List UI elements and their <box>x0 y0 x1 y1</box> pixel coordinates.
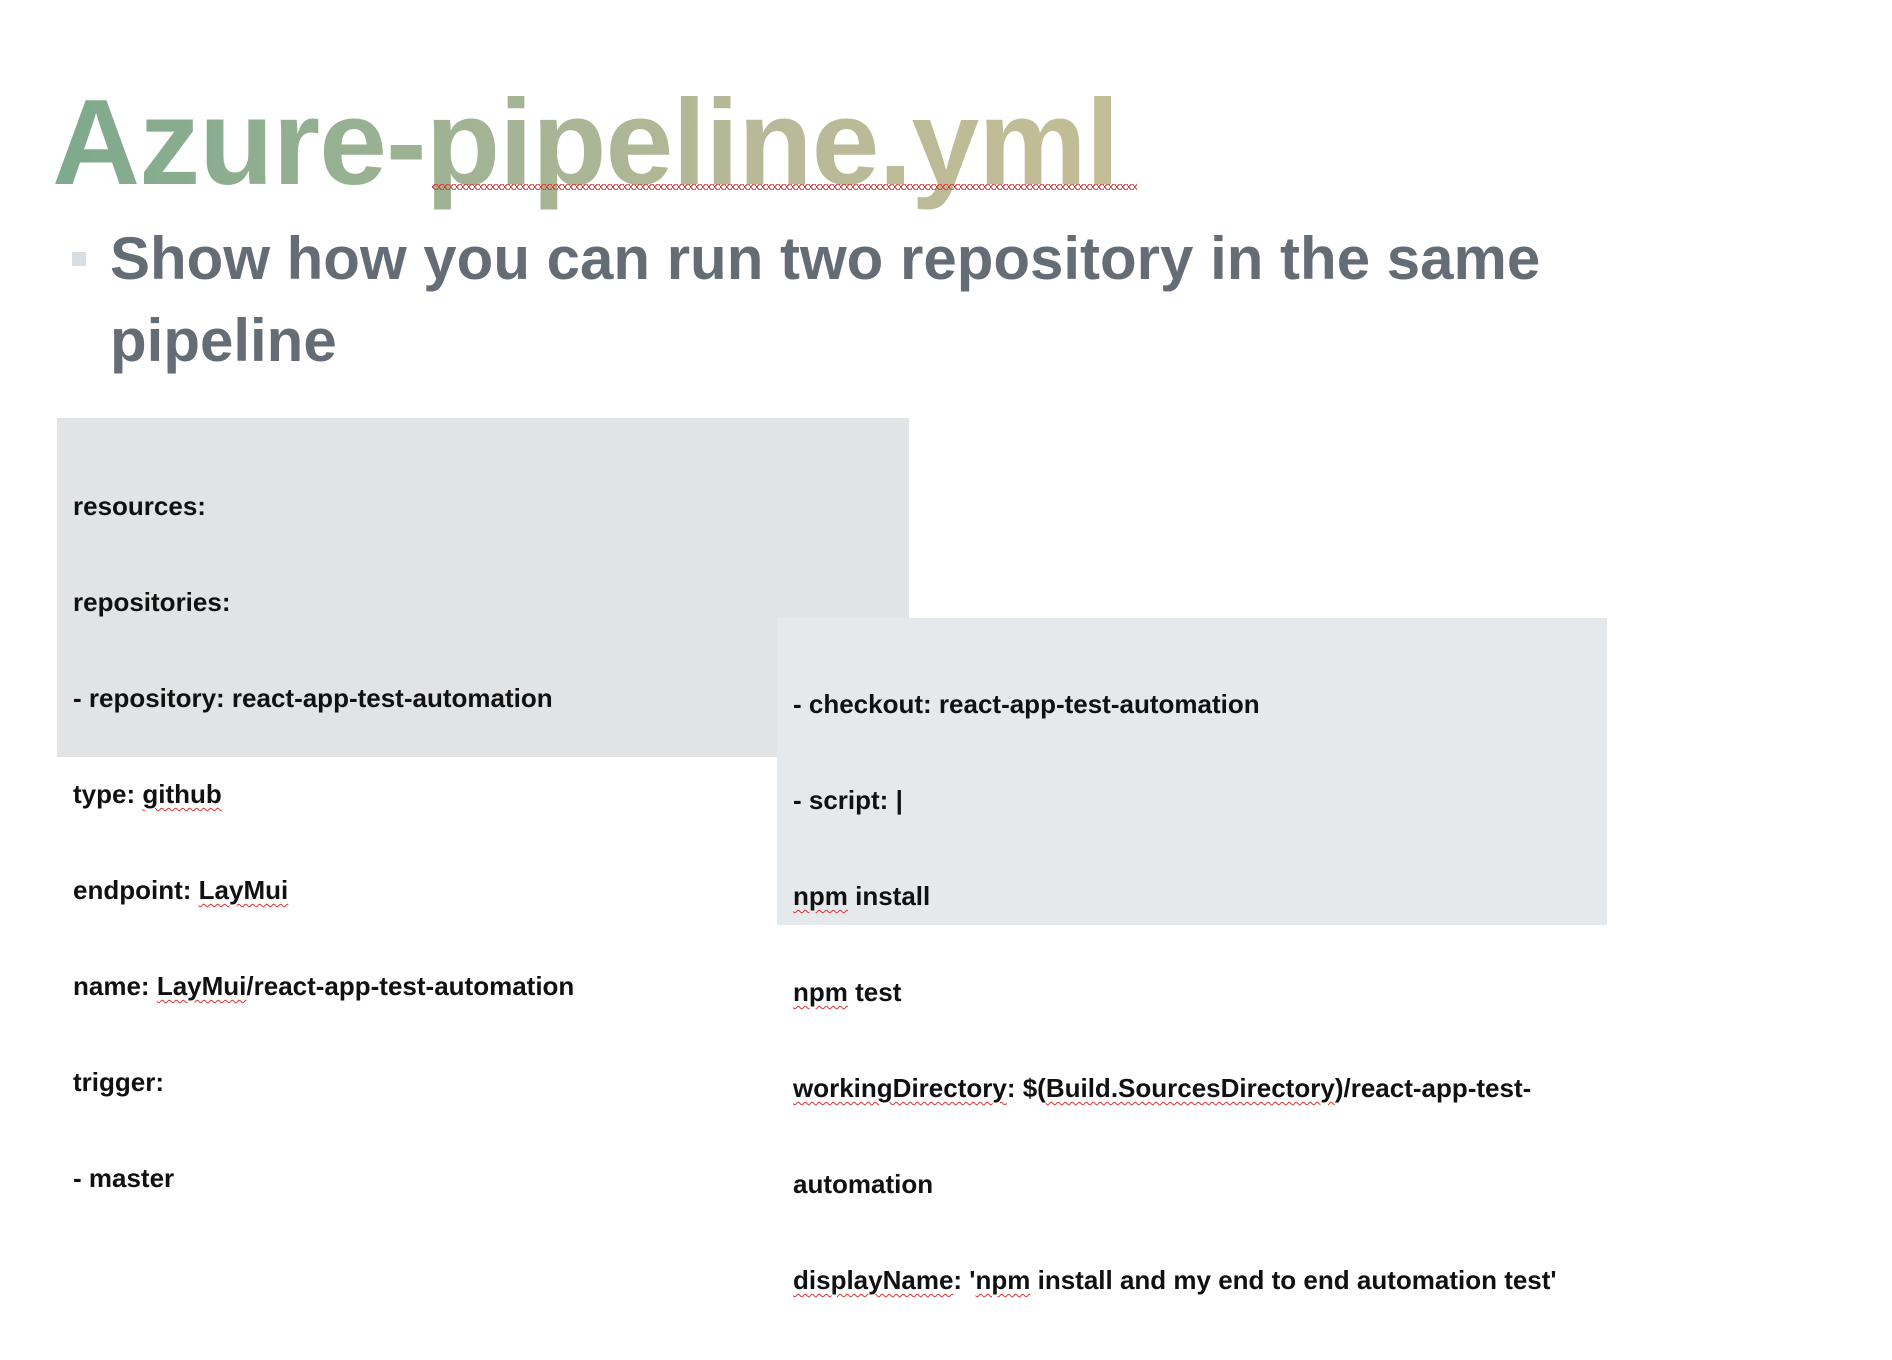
code-text: install <box>847 881 931 911</box>
code-line: resources: <box>73 491 206 521</box>
code-text: : $( <box>1006 1073 1046 1103</box>
spellcheck-underline <box>432 184 1137 190</box>
square-bullet-icon <box>72 252 86 266</box>
code-line: name: LayMui/react-app-test-automation <box>73 970 893 1002</box>
code-line: repositories: <box>73 587 231 617</box>
code-line: endpoint: LayMui <box>73 874 893 906</box>
code-text: endpoint: <box>73 875 199 905</box>
code-line: - script: | <box>793 785 903 815</box>
slide: Azure-pipeline.yml Show how you can run … <box>52 74 1607 1295</box>
code-line: - master <box>73 1163 175 1193</box>
misspelled-word: npm <box>793 881 848 911</box>
misspelled-word: github <box>142 779 222 809</box>
code-text: name: <box>73 971 157 1001</box>
code-text: )/react-app-test- <box>1334 1073 1532 1103</box>
misspelled-word: LayMui <box>198 875 289 905</box>
code-text: install and my end to end automation tes… <box>1030 1265 1557 1295</box>
code-line: workingDirectory: $(Build.SourcesDirecto… <box>793 1072 1591 1104</box>
code-text: /react-app-test-automation <box>246 971 575 1001</box>
code-line: - repository: react-app-test-automation <box>73 683 553 713</box>
code-line: npm test <box>793 976 1591 1008</box>
code-line: trigger: <box>73 1067 164 1097</box>
misspelled-word: Build.SourcesDirectory <box>1045 1073 1335 1103</box>
code-line: automation <box>793 1169 934 1199</box>
code-line: type: github <box>73 778 893 810</box>
code-text: type: <box>73 779 143 809</box>
slide-title: Azure-pipeline.yml <box>52 74 1120 210</box>
misspelled-word: npm <box>793 977 848 1007</box>
misspelled-word: LayMui <box>156 971 247 1001</box>
yaml-resources-code-box[interactable]: resources: repositories: - repository: r… <box>57 418 909 1193</box>
code-text: test <box>847 977 902 1007</box>
code-line: - checkout: react-app-test-automation <box>793 689 1260 719</box>
code-text: : ' <box>953 1265 976 1295</box>
yaml-steps-code-box[interactable]: - checkout: react-app-test-automation - … <box>777 618 1607 1295</box>
code-line: npm install <box>793 880 1591 912</box>
code-line: displayName: 'npm install and my end to … <box>793 1264 1591 1296</box>
misspelled-word: workingDirectory <box>793 1073 1007 1103</box>
misspelled-word: npm <box>975 1265 1031 1295</box>
misspelled-word: displayName <box>793 1265 954 1295</box>
bullet-text: Show how you can run two repository in t… <box>110 225 1541 374</box>
